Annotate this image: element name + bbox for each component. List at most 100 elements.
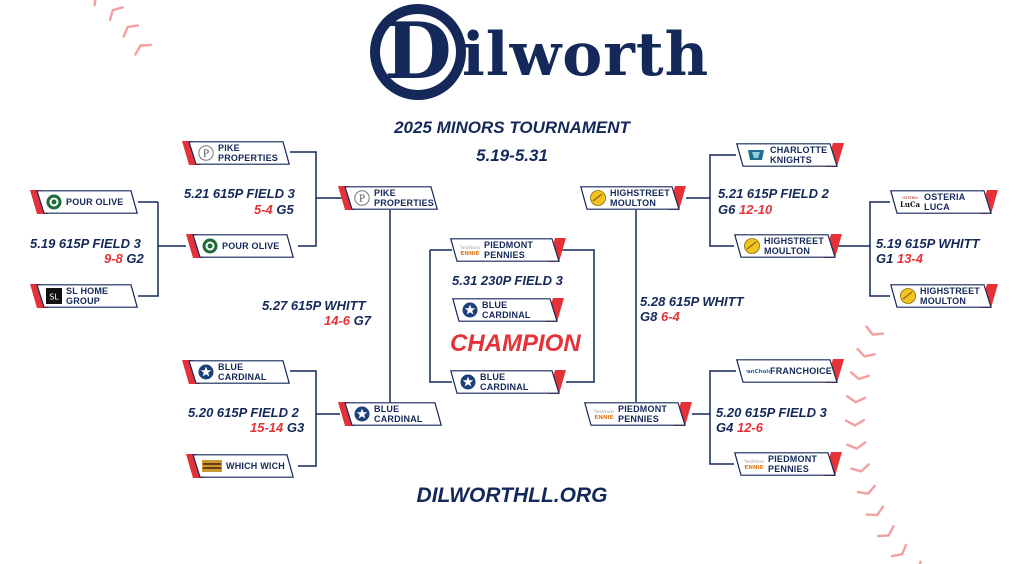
svg-text:PENNIES: PENNIES — [744, 465, 764, 471]
logo-wordmark: ilworth — [462, 20, 710, 90]
pour-olive-logo-icon — [202, 238, 218, 254]
blue-cardinal-logo-icon — [198, 364, 214, 380]
website-link[interactable]: DILWORTHLL.ORG — [416, 484, 608, 507]
game-g2-info: 5.19 615P FIELD 3 — [30, 236, 141, 251]
piedmont-pennies-logo-icon: PiedmontPENNIES — [457, 242, 484, 258]
svg-text:Piedmont: Piedmont — [594, 409, 614, 415]
charlotte-knights-logo-icon — [746, 147, 764, 163]
team-name-line2: GROUP — [66, 296, 101, 306]
game-g5-result: 5-4 G5 — [254, 202, 294, 217]
svg-text:OSTERIA: OSTERIA — [902, 196, 918, 200]
svg-text:SL: SL — [49, 293, 59, 302]
tournament-title: 2025 MINORS TOURNAMENT — [394, 118, 630, 137]
team-name-line2: MOULTON — [920, 296, 967, 306]
team-name-line2: PROPERTIES — [374, 198, 435, 208]
pike-properties-logo-icon: P — [198, 145, 214, 161]
team-name: POUR OLIVE — [222, 234, 280, 258]
pour-olive-logo-icon — [46, 194, 62, 210]
team-name-line1: PIKE — [374, 188, 396, 198]
team-box-pour-r0: POUR OLIVE — [30, 190, 138, 214]
team-name-line2: PENNIES — [484, 250, 525, 260]
highstreet-moulton-logo-icon — [900, 288, 916, 304]
team-name: FRANCHOICE — [770, 359, 832, 383]
team-box-franchoice: FranChoiceFRANCHOICE — [736, 359, 844, 383]
team-name: POUR OLIVE — [66, 190, 124, 214]
game-g2-result: 9-8 G2 — [104, 251, 144, 266]
game-g1-result: G1 13-4 — [876, 251, 923, 266]
game-g6-info: 5.21 615P FIELD 2 — [718, 186, 829, 201]
svg-text:LuCa: LuCa — [900, 200, 920, 209]
team-name-line1: PIEDMONT — [484, 240, 534, 250]
team-name-line1: HIGHSTREET — [610, 188, 671, 198]
svg-text:Piedmont: Piedmont — [460, 245, 480, 251]
game-final-info: 5.31 230P FIELD 3 — [452, 273, 563, 288]
team-name-line1: BLUE — [482, 300, 508, 310]
blue-cardinal-logo-icon — [460, 374, 476, 390]
team-name-line1: HIGHSTREET — [920, 286, 981, 296]
team-name-line1: POUR OLIVE — [222, 241, 280, 251]
dilworth-logo: D ilworth — [370, 2, 708, 112]
team-box-whichwich: WHICH WICH — [186, 454, 294, 478]
svg-text:PENNIES: PENNIES — [460, 251, 480, 257]
game-g1-info: 5.19 615P WHITT — [876, 236, 980, 251]
game-g8-result: G8 6-4 — [640, 309, 680, 324]
team-name-line2: CARDINAL — [482, 310, 531, 320]
game-g3-result: 15-14 G3 — [250, 420, 305, 435]
highstreet-moulton-logo-icon — [744, 238, 760, 254]
logo-d-letter: D — [384, 6, 452, 97]
team-name-line1: SL HOME — [66, 286, 109, 296]
team-name-line2: PENNIES — [768, 464, 809, 474]
team-name-line1: BLUE — [480, 372, 506, 382]
svg-text:P: P — [203, 150, 209, 160]
piedmont-pennies-logo-icon: PiedmontPENNIES — [741, 456, 768, 472]
team-name-line2: MOULTON — [610, 198, 657, 208]
team-name-line2: PENNIES — [618, 414, 659, 424]
game-g3-info: 5.20 615P FIELD 2 — [188, 405, 299, 420]
svg-text:PENNIES: PENNIES — [594, 415, 614, 421]
team-box-piedmont-final: PiedmontPENNIESPIEDMONTPENNIES — [450, 238, 566, 262]
franchoice-logo-icon: FranChoice — [741, 363, 776, 379]
team-name-line1: PIKE — [218, 143, 240, 153]
team-name-line2: MOULTON — [764, 246, 811, 256]
team-name-line1: PIEDMONT — [618, 404, 668, 414]
game-g8-info: 5.28 615P WHITT — [640, 294, 744, 309]
piedmont-pennies-logo-icon: PiedmontPENNIES — [591, 406, 618, 422]
team-name-line1: BLUE — [374, 404, 400, 414]
team-name-line1: WHICH WICH — [226, 461, 285, 471]
team-name-line2: KNIGHTS — [770, 155, 812, 165]
game-g6-result: G6 12-10 — [718, 202, 773, 217]
team-name-line2: PROPERTIES — [218, 153, 279, 163]
champion-label: CHAMPION — [450, 330, 581, 357]
which-wich-logo-icon — [202, 458, 222, 474]
team-name-line1: HIGHSTREET — [764, 236, 825, 246]
team-name-line1: POUR OLIVE — [66, 197, 124, 207]
team-name: WHICH WICH — [226, 454, 285, 478]
team-name-line1: CHARLOTTE — [770, 145, 828, 155]
highstreet-moulton-logo-icon — [590, 190, 606, 206]
